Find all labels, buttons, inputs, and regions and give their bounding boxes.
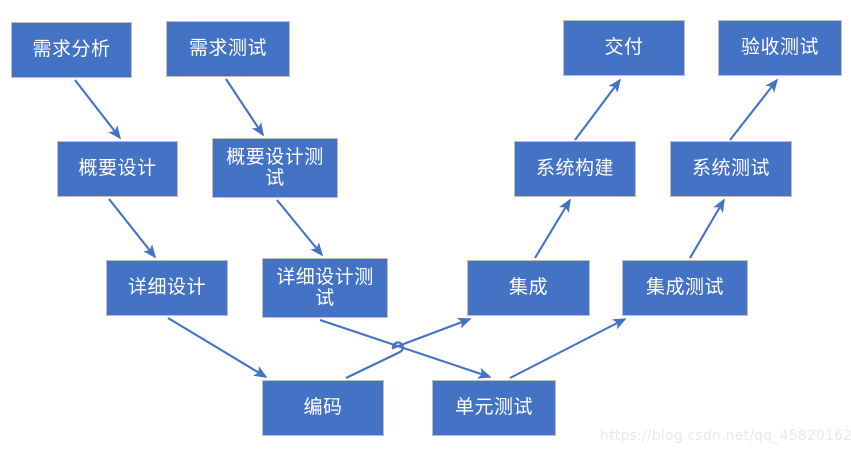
edge-detail-design-test-to-unit-test (319, 319, 492, 379)
node-outline-design-test[interactable]: 概要设计测试 (212, 138, 338, 198)
node-detail-design[interactable]: 详细设计 (106, 260, 228, 316)
node-integration[interactable]: 集成 (467, 260, 590, 316)
node-label-requirement-analysis: 需求分析 (32, 38, 111, 61)
node-integration-test[interactable]: 集成测试 (622, 260, 748, 316)
node-delivery[interactable]: 交付 (563, 20, 685, 76)
edge-requirement-analysis-to-outline-design (74, 79, 122, 140)
node-outline-design[interactable]: 概要设计 (57, 141, 178, 197)
edge-system-test-to-acceptance-test (729, 78, 779, 141)
edge-detail-design-to-coding (167, 317, 268, 378)
edge-integration-to-system-build (534, 198, 571, 259)
edge-coding-to-integration (345, 317, 472, 379)
node-requirement-analysis[interactable]: 需求分析 (11, 22, 132, 78)
node-label-system-test: 系统测试 (691, 157, 770, 180)
edge-integration-test-to-system-test (689, 198, 725, 259)
node-detail-design-test[interactable]: 详细设计测试 (262, 258, 388, 318)
node-label-detail-design-test: 详细设计测试 (276, 265, 374, 309)
node-label-integration: 集成 (508, 276, 548, 299)
edge-system-build-to-delivery (574, 78, 622, 141)
node-acceptance-test[interactable]: 验收测试 (718, 20, 842, 76)
edge-outline-design-test-to-detail-design-test (276, 199, 324, 257)
watermark-text: https://blog.csdn.net/qq_45820162 (600, 428, 851, 444)
node-system-build[interactable]: 系统构建 (514, 141, 636, 197)
node-label-detail-design: 详细设计 (127, 276, 206, 299)
node-label-outline-design-test: 概要设计测试 (226, 145, 324, 189)
node-coding[interactable]: 编码 (262, 380, 384, 436)
node-label-delivery: 交付 (604, 36, 644, 59)
node-label-coding: 编码 (303, 396, 343, 419)
node-label-outline-design: 概要设计 (78, 157, 157, 180)
node-requirement-test[interactable]: 需求测试 (166, 21, 290, 77)
node-label-integration-test: 集成测试 (645, 276, 724, 299)
edge-group (74, 78, 779, 379)
node-label-requirement-test: 需求测试 (188, 37, 267, 60)
node-label-acceptance-test: 验收测试 (740, 36, 819, 59)
node-label-unit-test: 单元测试 (454, 396, 533, 419)
edge-outline-design-to-detail-design (108, 198, 157, 259)
edge-unit-test-to-integration-test (509, 318, 627, 379)
node-system-test[interactable]: 系统测试 (670, 141, 792, 197)
edge-requirement-test-to-outline-design-test (225, 78, 264, 137)
node-unit-test[interactable]: 单元测试 (432, 380, 556, 436)
node-label-system-build: 系统构建 (535, 157, 614, 180)
